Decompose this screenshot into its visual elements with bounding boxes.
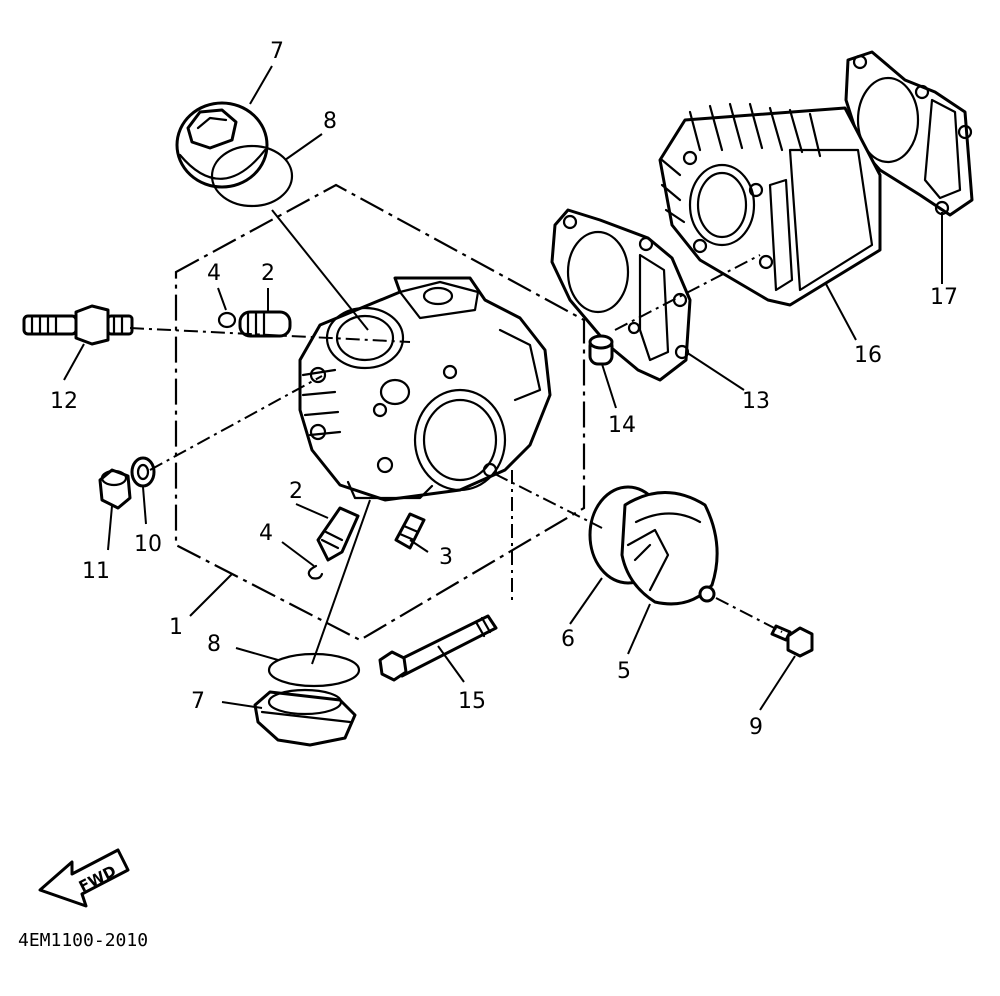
callout-2-top: 2 bbox=[261, 261, 275, 286]
part-3-stud bbox=[394, 512, 426, 550]
part-11-bolt bbox=[98, 468, 132, 510]
callout-12: 12 bbox=[50, 389, 78, 414]
part-9-bolt bbox=[770, 624, 814, 658]
part-16-cylinder bbox=[658, 102, 882, 307]
part-10-washer bbox=[130, 456, 156, 488]
part-5-side-cover bbox=[620, 491, 719, 606]
part-8-oring-bottom bbox=[267, 652, 361, 688]
callout-7-top: 7 bbox=[270, 39, 284, 64]
callout-10: 10 bbox=[134, 532, 162, 557]
callout-4-top: 4 bbox=[207, 261, 221, 286]
callout-13: 13 bbox=[742, 389, 770, 414]
callout-11: 11 bbox=[82, 559, 110, 584]
part-1-cylinder-head bbox=[298, 276, 552, 502]
callout-2-bottom: 2 bbox=[289, 479, 303, 504]
part-2-adjuster-bottom bbox=[316, 506, 360, 562]
part-14-dowel-pin bbox=[588, 334, 614, 366]
part-4-ring-top bbox=[217, 311, 237, 329]
part-12-spark-plug bbox=[22, 304, 134, 346]
callout-8-top: 8 bbox=[323, 109, 337, 134]
assembly-boundary bbox=[174, 183, 586, 642]
callout-7-bottom: 7 bbox=[191, 689, 205, 714]
callout-6: 6 bbox=[561, 627, 575, 652]
callout-8-bottom: 8 bbox=[207, 632, 221, 657]
callout-15: 15 bbox=[458, 689, 486, 714]
callout-1: 1 bbox=[169, 615, 183, 640]
part-7-cap-top bbox=[175, 101, 269, 189]
callout-9: 9 bbox=[749, 715, 763, 740]
part-2-adjuster-top bbox=[238, 310, 292, 338]
callout-14: 14 bbox=[608, 413, 636, 438]
part-8-oring-top bbox=[210, 144, 294, 208]
callout-16: 16 bbox=[854, 343, 882, 368]
part-15-bolt bbox=[378, 614, 498, 682]
part-4-clip-bottom bbox=[307, 564, 324, 580]
callout-3: 3 bbox=[439, 545, 453, 570]
callout-5: 5 bbox=[617, 659, 631, 684]
part-7-cap-bottom bbox=[253, 688, 357, 747]
part-13-head-gasket bbox=[550, 208, 692, 382]
fwd-arrow-icon: FWD bbox=[38, 848, 130, 908]
callout-4-bottom: 4 bbox=[259, 521, 273, 546]
diagram-code: 4EM1100-2010 bbox=[18, 930, 148, 951]
callout-17: 17 bbox=[930, 285, 958, 310]
